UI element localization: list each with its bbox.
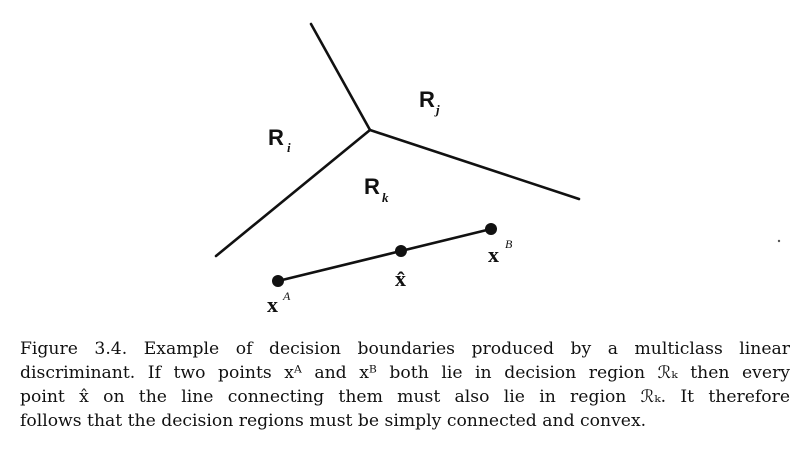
boundary-ik (214, 128, 372, 258)
boundary-jk (368, 128, 581, 201)
decision-regions-diagram: R i R j R k x A x̂ x B (214, 22, 781, 317)
point-label-xhat: x̂ (395, 266, 406, 291)
boundary-ij (309, 22, 372, 132)
svg-text:x̂: x̂ (395, 266, 406, 291)
caption-line-3: point x̂ on the line connecting them mus… (20, 387, 790, 407)
svg-text:x: x (267, 292, 278, 317)
svg-text:i: i (287, 140, 291, 155)
point-xhat-marker (395, 245, 407, 257)
stray-mark (777, 239, 781, 243)
point-label-xA: x A (267, 289, 291, 317)
svg-text:x: x (488, 242, 499, 267)
region-label-k: R k (364, 174, 389, 205)
point-xA-marker (272, 275, 284, 287)
region-label-i: R i (268, 125, 291, 155)
caption-line-2: discriminant. If two points xᴬ and xᴮ bo… (20, 363, 790, 383)
region-label-j: R j (419, 87, 440, 117)
figure-caption: Figure 3.4. Example of decision boundari… (20, 337, 790, 433)
svg-text:k: k (382, 190, 389, 205)
svg-text:R: R (268, 125, 284, 150)
svg-text:R: R (364, 174, 380, 199)
point-xB-marker (485, 223, 497, 235)
point-label-xB: x B (488, 237, 513, 267)
connecting-line (276, 227, 493, 283)
caption-line-4: follows that the decision regions must b… (20, 411, 647, 431)
caption-line-1: Figure 3.4. Example of decision boundari… (20, 339, 790, 359)
svg-text:j: j (434, 102, 440, 117)
svg-text:B: B (505, 237, 513, 251)
svg-text:A: A (282, 289, 291, 303)
svg-text:R: R (419, 87, 435, 112)
